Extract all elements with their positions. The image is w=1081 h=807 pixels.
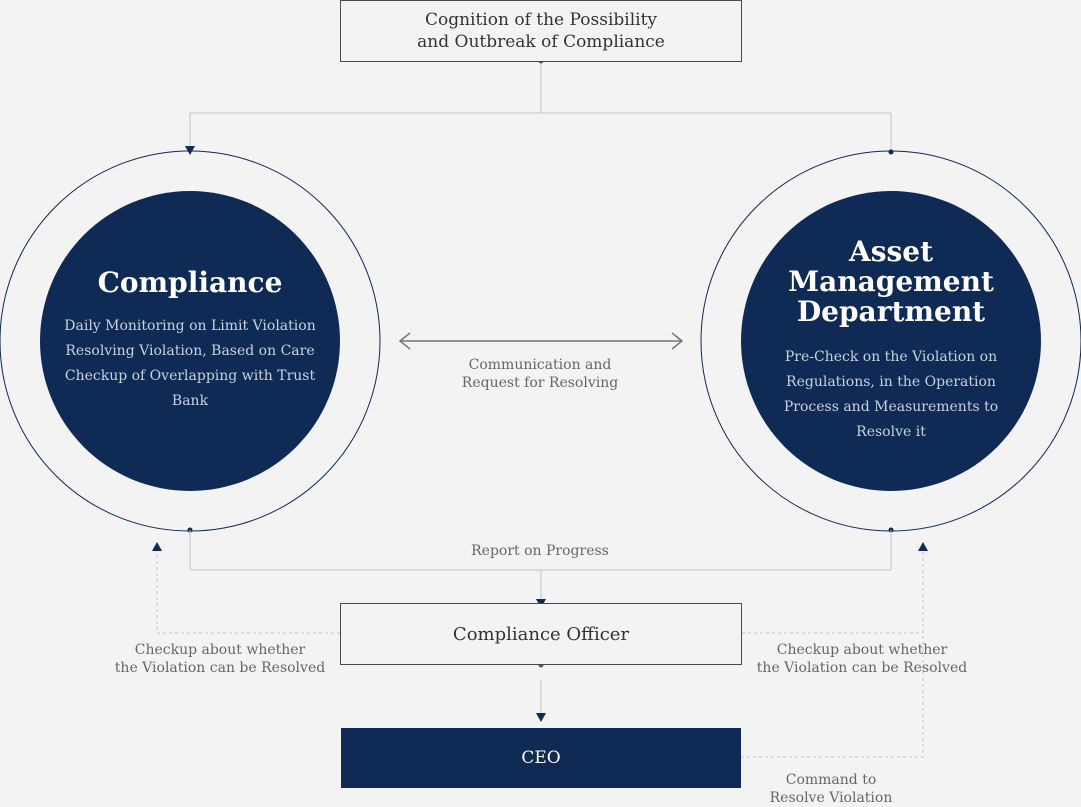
asset-management-description: Pre-Check on the Violation on Regulation… (783, 349, 999, 440)
asset-title-line2: Department (796, 295, 986, 328)
ceo-box: CEO (341, 728, 741, 788)
compliance-officer-box: Compliance Officer (340, 603, 742, 665)
compliance-description: Daily Monitoring on Limit Violation Reso… (64, 318, 316, 409)
checkup-right-line1: Checkup about whether (776, 642, 948, 658)
checkup-right-line2: the Violation can be Resolved (756, 660, 968, 676)
asset-title-line1: Asset Management (788, 235, 994, 298)
arrow-up-left-checkup (152, 542, 162, 551)
checkup-left-line2: the Violation can be Resolved (114, 660, 326, 676)
cognition-line1: Cognition of the Possibility (424, 10, 658, 30)
asset-management-title: Asset Management Department (761, 237, 1021, 327)
asset-management-circle: Asset Management Department Pre-Check on… (741, 191, 1041, 491)
arrow-head-left (398, 332, 411, 350)
checkup-right-label: Checkup about whether the Violation can … (742, 641, 982, 677)
compliance-title: Compliance (97, 266, 283, 299)
command-label: Command to Resolve Violation (741, 771, 921, 807)
communication-line2: Request for Resolving (461, 375, 619, 391)
cognition-line2: and Outbreak of Compliance (417, 32, 665, 52)
command-line1: Command to (785, 772, 877, 788)
arrow-down-ceo (536, 713, 546, 722)
arrow-head-right (671, 332, 684, 350)
checkup-left-label: Checkup about whether the Violation can … (100, 641, 340, 677)
communication-line1: Communication and (468, 357, 612, 373)
dashed-checkup-left (156, 550, 340, 634)
report-label: Report on Progress (471, 543, 609, 559)
command-line2: Resolve Violation (769, 790, 893, 806)
compliance-circle: Compliance Daily Monitoring on Limit Vio… (40, 191, 340, 491)
cognition-box: Cognition of the Possibility and Outbrea… (340, 0, 742, 62)
dot-right-top (888, 149, 894, 155)
dashed-command (741, 550, 924, 758)
communication-label: Communication and Request for Resolving (430, 356, 650, 392)
checkup-left-line1: Checkup about whether (134, 642, 306, 658)
arrow-up-right-command (918, 542, 928, 551)
